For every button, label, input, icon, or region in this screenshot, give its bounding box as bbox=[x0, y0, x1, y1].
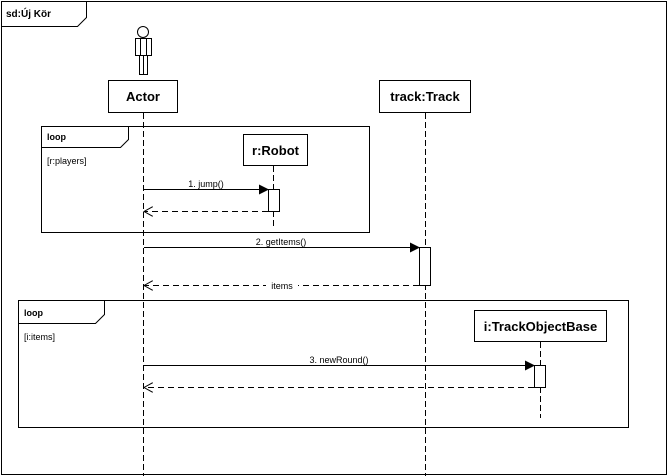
lifeline-label: track:Track bbox=[390, 89, 460, 104]
message-label: 3. newRound() bbox=[309, 355, 368, 365]
return-label-backdrop bbox=[266, 280, 298, 290]
lifeline-label: i:TrackObjectBase bbox=[484, 319, 597, 334]
fragment-guard: [i:items] bbox=[24, 332, 55, 342]
message-label: 2. getItems() bbox=[256, 237, 307, 247]
loop-fragment-players: loop [r:players] bbox=[41, 126, 370, 233]
track-activation-bar bbox=[419, 247, 431, 286]
loop-fragment-items: loop [i:items] bbox=[18, 300, 629, 428]
lifeline-label: r:Robot bbox=[252, 143, 300, 158]
message-jump[interactable]: 1. jump() bbox=[144, 179, 269, 195]
robot-activation-bar bbox=[268, 189, 280, 212]
fragment-operator: loop bbox=[24, 308, 43, 318]
fragment-operator: loop bbox=[47, 132, 66, 142]
actor-figure-icon bbox=[135, 26, 152, 75]
track-lifeline-head[interactable]: track:Track bbox=[379, 80, 471, 113]
item-activation-bar bbox=[534, 365, 546, 388]
return-items[interactable]: items bbox=[144, 280, 419, 291]
message-get-items[interactable]: 2. getItems() bbox=[144, 237, 420, 253]
message-label: items bbox=[271, 281, 293, 291]
item-lifeline-head[interactable]: i:TrackObjectBase bbox=[474, 310, 607, 342]
robot-lifeline-head[interactable]: r:Robot bbox=[243, 134, 308, 166]
actor-lifeline-head[interactable]: Actor bbox=[108, 80, 178, 113]
message-new-round[interactable]: 3. newRound() bbox=[144, 355, 535, 371]
lifeline-label: Actor bbox=[126, 89, 160, 104]
frame-title: sd:Új Kör bbox=[6, 7, 51, 20]
fragment-guard: [r:players] bbox=[47, 156, 87, 166]
message-label: 1. jump() bbox=[188, 179, 224, 189]
